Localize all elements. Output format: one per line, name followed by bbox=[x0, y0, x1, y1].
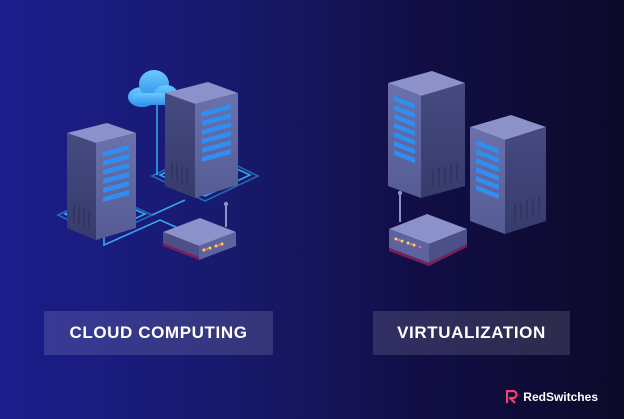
redswitches-logo-icon bbox=[506, 390, 518, 404]
cloud-computing-label-text: CLOUD COMPUTING bbox=[69, 323, 248, 342]
server-tower-icon bbox=[165, 82, 238, 198]
virtualization-label: VIRTUALIZATION bbox=[373, 311, 570, 355]
network-router-icon bbox=[389, 190, 467, 266]
server-tower-icon bbox=[470, 115, 546, 234]
virtualization-label-text: VIRTUALIZATION bbox=[397, 323, 546, 342]
brand-name: RedSwitches bbox=[523, 390, 598, 404]
server-tower-icon bbox=[388, 71, 465, 198]
server-tower-icon bbox=[67, 123, 136, 240]
brand-logo: RedSwitches bbox=[506, 389, 598, 405]
network-router-icon bbox=[163, 201, 236, 260]
cloud-computing-label: CLOUD COMPUTING bbox=[44, 311, 273, 355]
